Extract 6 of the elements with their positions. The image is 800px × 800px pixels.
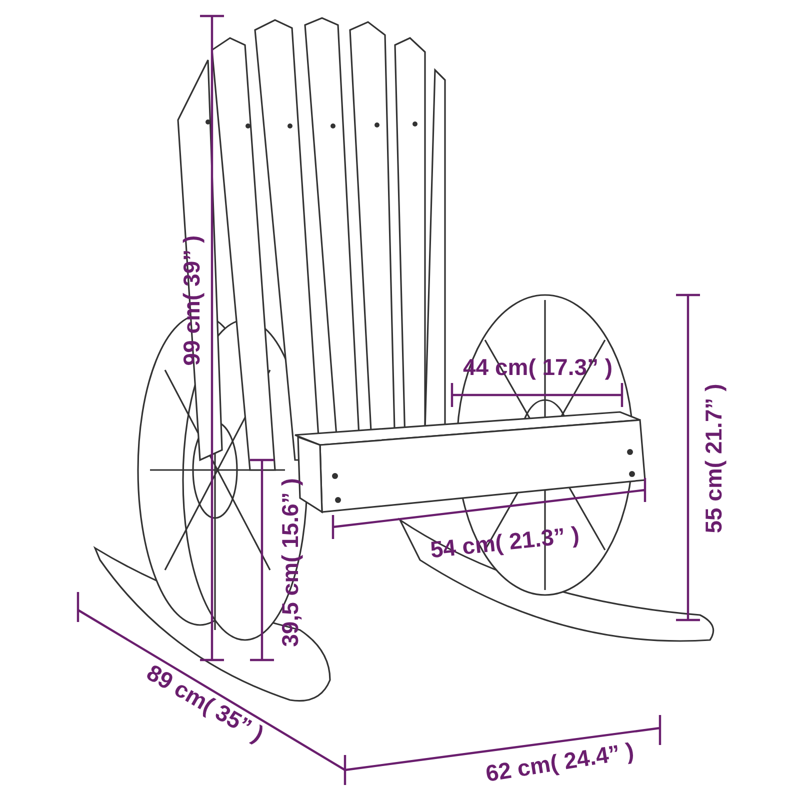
dimension-label: 55 cm( 21.7” ): [702, 383, 726, 533]
dimension-label: 99 cm( 39” ): [180, 234, 204, 366]
dimension-label: 54 cm( 21.3” ): [429, 522, 580, 562]
dimension-label: 62 cm( 24.4” ): [484, 738, 636, 786]
dimension-label: 89 cm( 35” ): [142, 660, 268, 746]
dimension-label: 39,5 cm( 15.6” ): [278, 478, 302, 646]
